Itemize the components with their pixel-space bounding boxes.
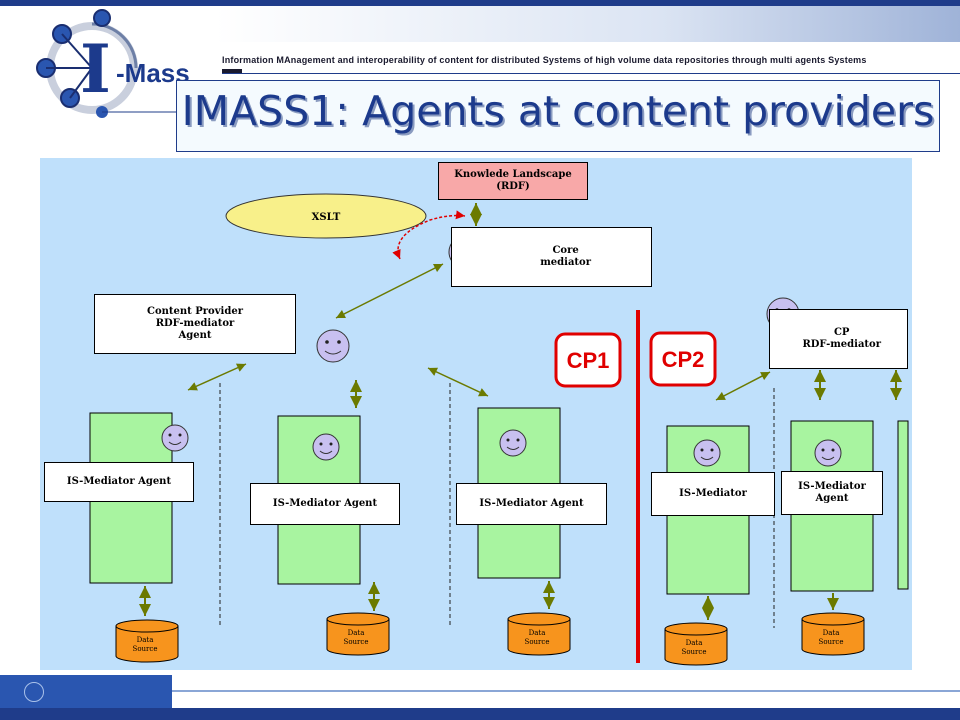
data-source-label: Data Source [343, 629, 369, 646]
is-mediator-agent-box: IS-Mediator Agent [44, 462, 194, 502]
footer-bar [0, 708, 960, 720]
data-source-label: Data Source [681, 639, 707, 656]
title-box: IMASS1: Agents at content providers [176, 80, 940, 152]
is-mediator-agent-box: IS-Mediator Agent [250, 483, 400, 525]
agent-face-icon [814, 439, 842, 467]
agent-face-icon [316, 329, 350, 363]
header-rule-line [222, 73, 960, 74]
data-source-cylinder [326, 612, 390, 656]
agent-face-icon [693, 439, 721, 467]
cp1-label: CP1 [566, 348, 610, 373]
data-source-label: Data Source [132, 636, 158, 653]
footer-line [172, 690, 960, 692]
data-source-label: Data Source [524, 629, 550, 646]
core-mediator-box: Core mediator [451, 227, 652, 287]
header-band [215, 6, 960, 42]
xslt-label: XSLT [312, 212, 341, 223]
content-provider-agent-box: Content Provider RDF-mediator Agent [94, 294, 296, 354]
architecture-diagram: XSLT [40, 158, 912, 670]
top-bar [0, 0, 960, 6]
footer-circle-icon [24, 682, 44, 702]
cp2-frame [649, 331, 717, 387]
data-source-label: Data Source [818, 629, 844, 646]
slide-title: IMASS1: Agents at content providers [181, 87, 935, 135]
column-rect-partial [897, 420, 909, 590]
arrow [427, 367, 489, 397]
arrow [335, 263, 444, 319]
data-source-cylinder [664, 622, 728, 666]
agent-face-icon [312, 433, 340, 461]
agent-face-icon [499, 429, 527, 457]
xslt-link-arrow [392, 210, 466, 260]
knowledge-landscape-box: Knowlede Landscape (RDF) [438, 162, 588, 200]
is-mediator-agent-box: IS-Mediator Agent [456, 483, 607, 525]
cp-rdf-mediator-box: CP RDF-mediator [769, 309, 908, 369]
arrow [187, 363, 247, 391]
data-source-cylinder [507, 612, 571, 656]
data-source-cylinder [801, 612, 865, 656]
cp2-label: CP2 [661, 347, 705, 372]
header-rule-bar [222, 69, 242, 73]
project-tagline: Information MAnagement and interoperabil… [222, 55, 867, 65]
is-mediator-box: IS-Mediator [651, 472, 775, 516]
arrow [715, 371, 771, 401]
logo-letter: I [80, 30, 111, 108]
cp1-frame [554, 332, 622, 388]
agent-face-icon [161, 424, 189, 452]
is-mediator-agent-box: IS-Mediator Agent [781, 471, 883, 515]
data-source-cylinder [115, 619, 179, 663]
